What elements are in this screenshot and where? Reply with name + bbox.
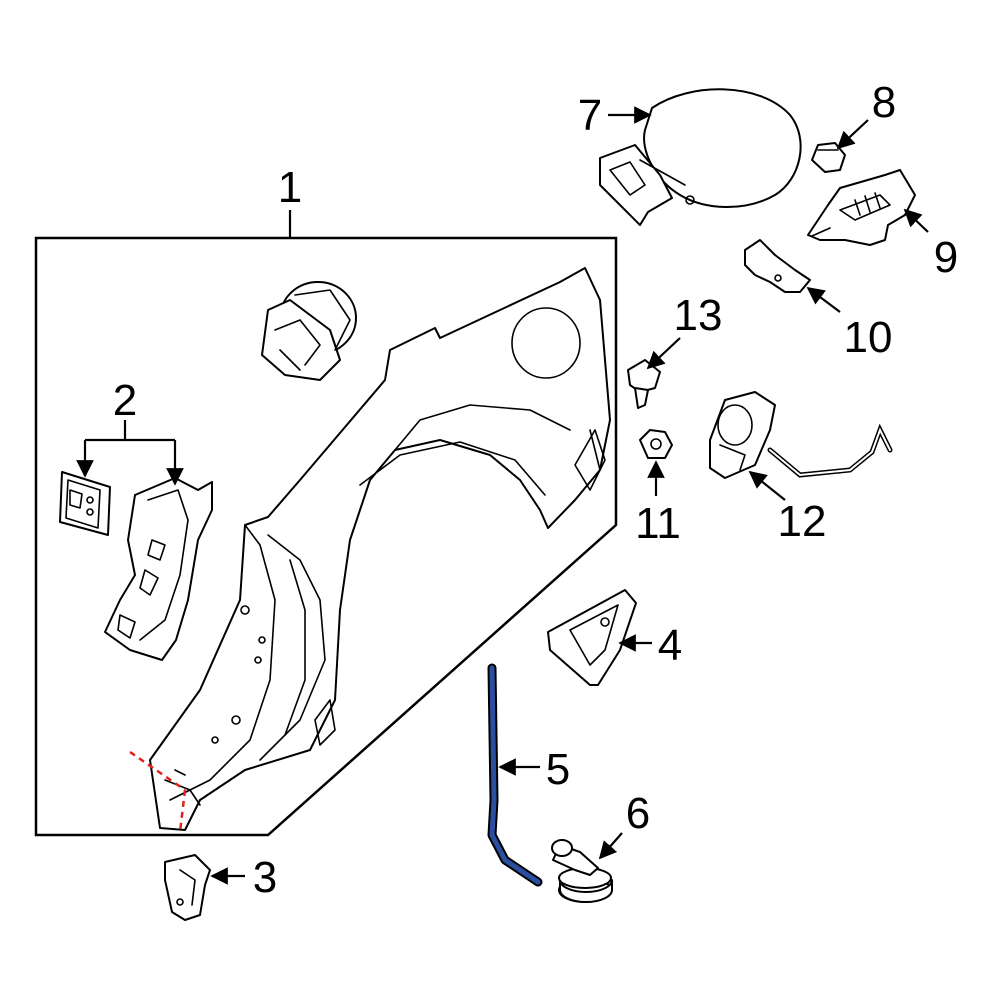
callout-11: 11: [635, 499, 681, 548]
callout-9: 9: [934, 233, 958, 282]
release-cable-part: [709, 391, 893, 479]
bracket-parts: [59, 471, 213, 661]
callout-13: 13: [674, 291, 723, 340]
callout-6: 6: [626, 789, 650, 838]
leader-lines: [76, 106, 929, 885]
drain-grommet-part: [551, 839, 613, 903]
assembly-frame: [34, 236, 618, 837]
cut-line-markers: [129, 750, 187, 833]
callout-3: 3: [253, 853, 277, 902]
callout-5: 5: [546, 745, 570, 794]
callout-8: 8: [872, 78, 896, 127]
actuator-part: [807, 169, 916, 246]
clip-part: [811, 142, 846, 173]
lever-part: [744, 239, 811, 293]
small-bracket-part: [164, 854, 211, 921]
push-clip-part: [627, 359, 661, 409]
fuel-door-part: [599, 88, 802, 226]
callout-7: 7: [578, 91, 602, 140]
callout-2: 2: [113, 376, 137, 425]
quarter-panel-part: [149, 267, 611, 831]
filler-housing-part: [261, 281, 357, 381]
callout-12: 12: [778, 497, 827, 546]
callout-1: 1: [278, 163, 302, 212]
callout-4: 4: [658, 621, 682, 670]
triangle-bracket-part: [547, 589, 637, 686]
nut-part: [639, 429, 673, 459]
callout-10: 10: [844, 313, 893, 362]
